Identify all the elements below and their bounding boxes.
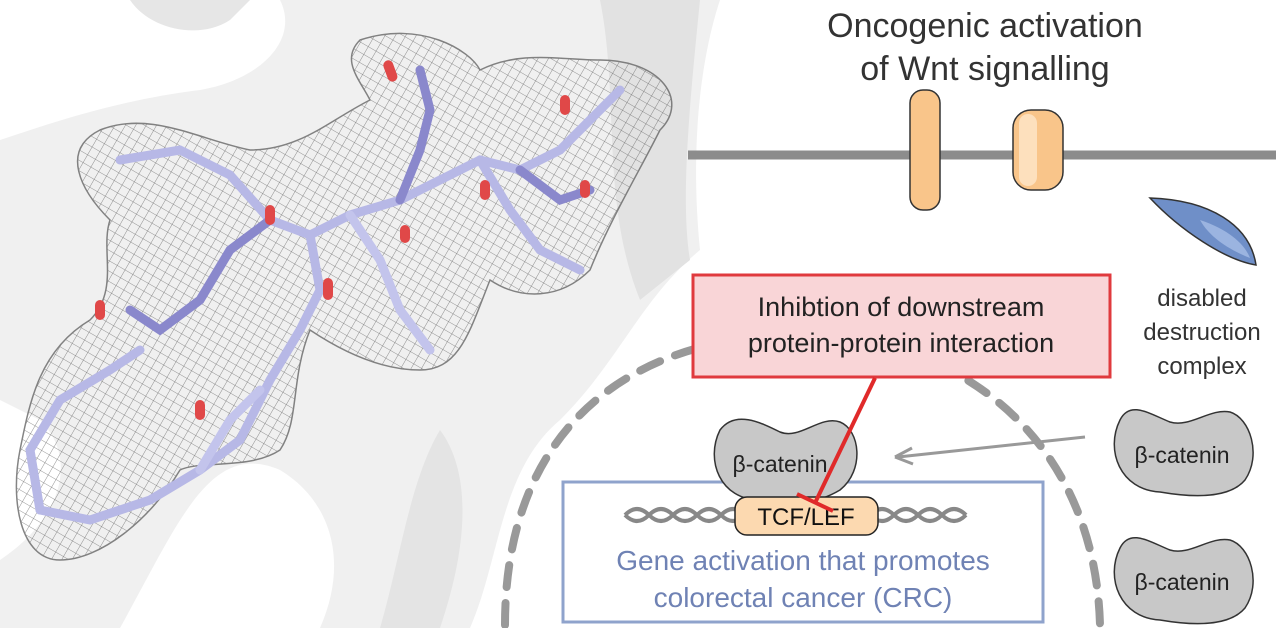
inhibition-line-2: protein-protein interaction bbox=[748, 328, 1054, 358]
inhibition-line-1: Inhibtion of downstream bbox=[758, 292, 1045, 322]
beta-catenin-cytoplasmic-1-shape bbox=[1113, 409, 1254, 497]
beta-catenin-nuclear-label: β-catenin bbox=[732, 451, 827, 477]
inhibition-box bbox=[691, 273, 1112, 379]
beta-catenin-cytoplasmic-2-label: β-catenin bbox=[1134, 569, 1229, 595]
inhibition-arrow bbox=[813, 377, 877, 504]
title-line-1: Oncogenic activation bbox=[827, 7, 1143, 45]
beta-catenin-cytoplasmic-1-label: β-catenin bbox=[1134, 442, 1229, 468]
translocation-arrow bbox=[897, 435, 1086, 459]
destruction-complex-label-1: disabled bbox=[1157, 285, 1246, 312]
beta-catenin-cytoplasmic-2-shape bbox=[1113, 537, 1254, 625]
tcf-lef-label: TCF/LEF bbox=[757, 504, 854, 531]
destruction-complex-icon bbox=[1148, 197, 1257, 266]
destruction-complex-label-2: destruction bbox=[1143, 319, 1260, 346]
receptor-frizzled bbox=[909, 89, 941, 211]
title-line-2: of Wnt signalling bbox=[860, 50, 1109, 88]
gene-activation-line-1: Gene activation that promotes bbox=[616, 545, 990, 576]
inhibition-tbar bbox=[796, 492, 834, 513]
dna-helix-icon bbox=[623, 507, 968, 523]
beta-catenin-nuclear-shape bbox=[713, 418, 858, 504]
protein-structure-image bbox=[0, 0, 720, 628]
gene-activation-line-2: colorectal cancer (CRC) bbox=[654, 582, 953, 613]
destruction-complex-label-3: complex bbox=[1157, 353, 1246, 380]
